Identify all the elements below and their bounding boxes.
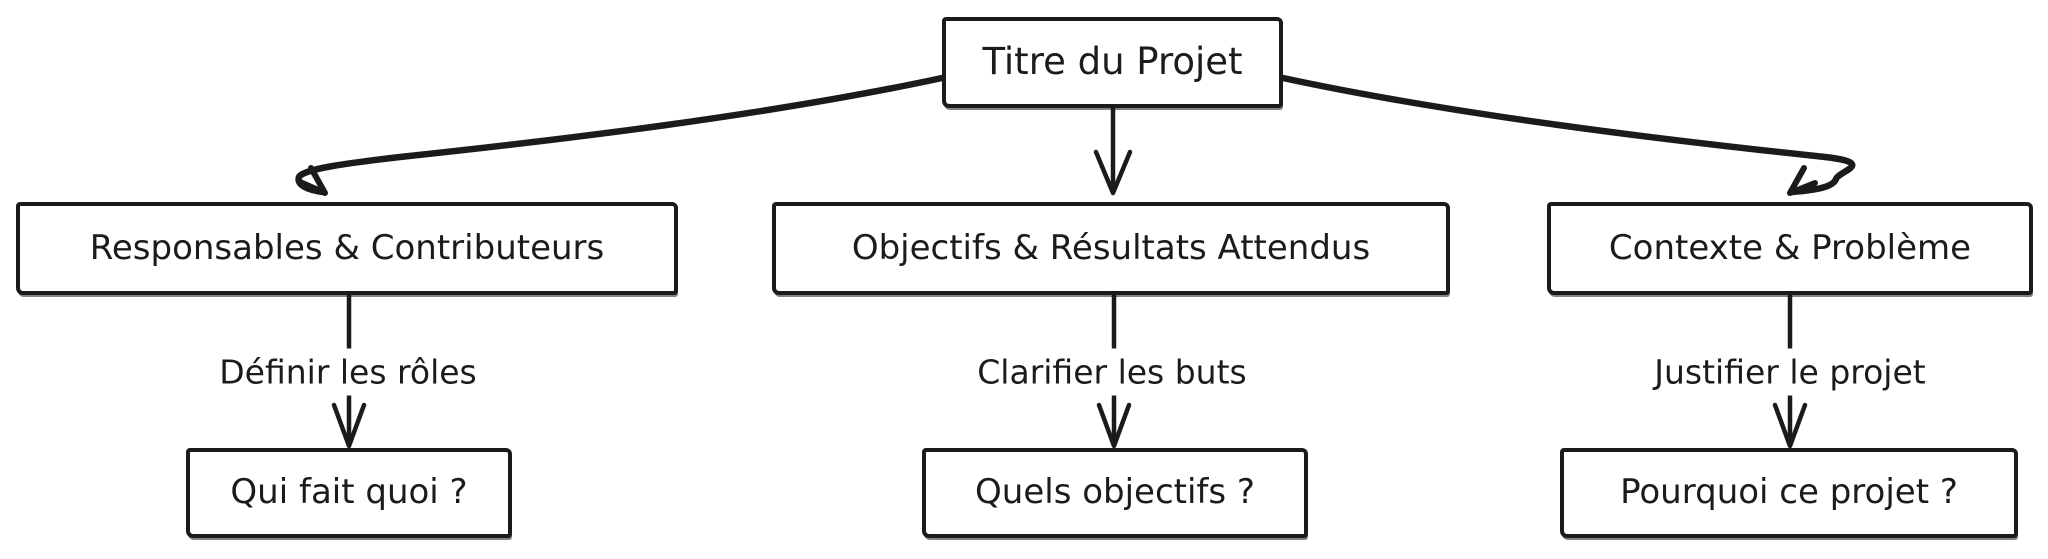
node-pourquoi-ce-projet: Pourquoi ce projet ? — [1560, 448, 2018, 538]
node-contexte: Contexte & Problème — [1547, 202, 2033, 295]
node-contexte-label: Contexte & Problème — [1608, 227, 1972, 268]
edge-label-justifier-le-projet: Justifier le projet — [1640, 348, 1940, 396]
node-objectifs: Objectifs & Résultats Attendus — [772, 202, 1450, 295]
edge-label-definir-les-roles: Définir les rôles — [205, 348, 491, 396]
node-quels-objectifs-label: Quels objectifs ? — [975, 472, 1255, 513]
arrow-title-to-objectifs — [1093, 105, 1133, 196]
node-objectifs-label: Objectifs & Résultats Attendus — [851, 227, 1371, 268]
node-quels-objectifs: Quels objectifs ? — [922, 448, 1308, 538]
node-qui-fait-quoi: Qui fait quoi ? — [186, 448, 512, 538]
node-responsables-label: Responsables & Contributeurs — [89, 227, 605, 268]
arrow-title-to-responsables — [295, 74, 946, 196]
arrow-title-to-contexte — [1279, 74, 1856, 196]
node-responsables: Responsables & Contributeurs — [16, 202, 678, 295]
node-pourquoi-ce-projet-label: Pourquoi ce projet ? — [1620, 472, 1958, 513]
node-project-title-label: Titre du Projet — [982, 40, 1243, 84]
edge-label-clarifier-les-buts: Clarifier les buts — [963, 348, 1261, 396]
node-qui-fait-quoi-label: Qui fait quoi ? — [230, 472, 468, 513]
node-project-title: Titre du Projet — [942, 17, 1283, 108]
